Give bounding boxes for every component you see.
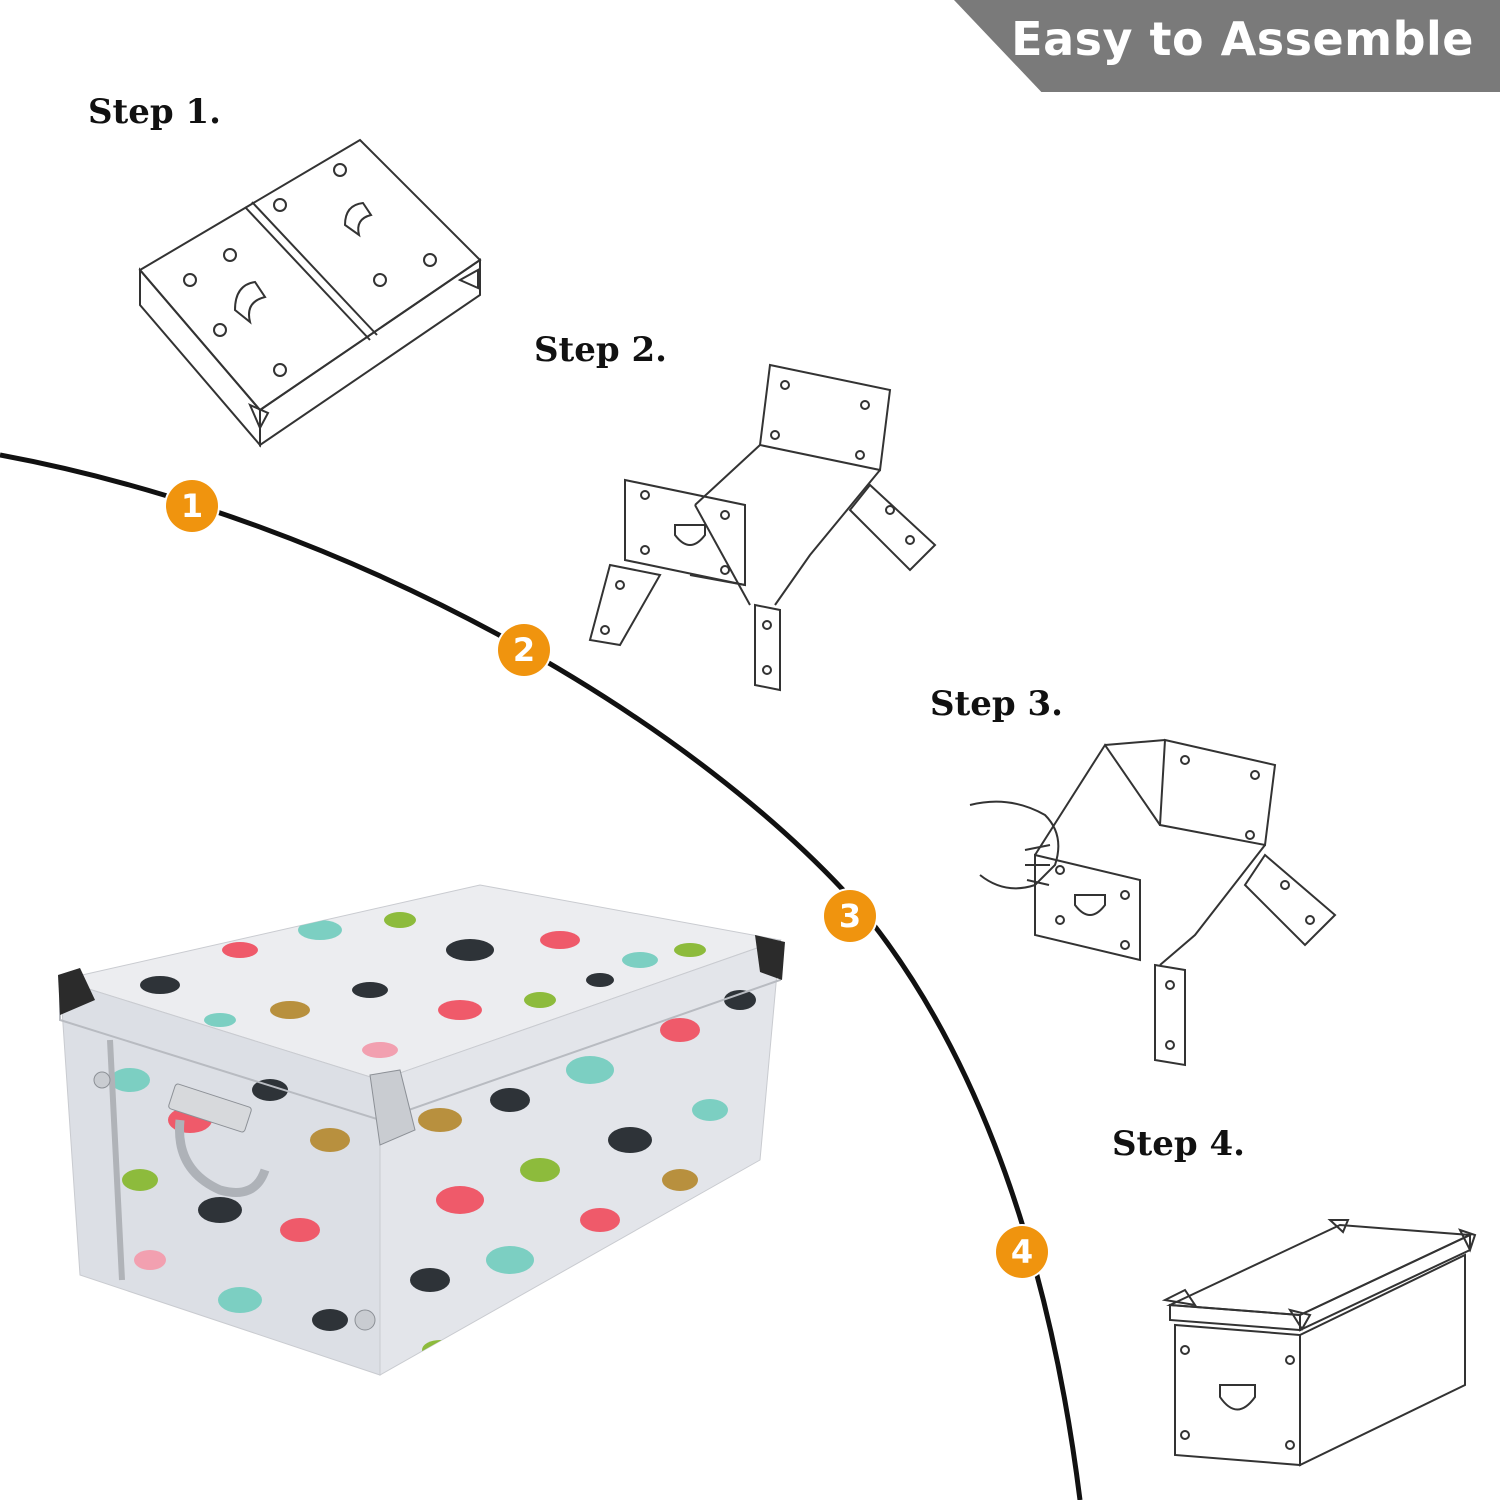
step-3-label: Step 3. <box>930 684 1063 724</box>
step-4-badge: 4 <box>996 1226 1048 1278</box>
step-3-badge: 3 <box>824 890 876 942</box>
box-unfolded-sketch-icon <box>580 355 950 700</box>
box-assembled-sketch-icon <box>1160 1210 1495 1470</box>
banner-title: Easy to Assemble <box>1011 12 1474 66</box>
step-2-label: Step 2. <box>534 330 667 370</box>
step-1-label: Step 1. <box>88 92 221 132</box>
step-4-label: Step 4. <box>1112 1124 1245 1164</box>
floral-butterfly-box-photo-icon <box>58 884 785 1376</box>
step-2-badge: 2 <box>498 624 550 676</box>
box-folding-hand-sketch-icon <box>965 735 1345 1070</box>
box-lid-flat-sketch-icon <box>120 130 510 450</box>
header-banner <box>954 0 1500 92</box>
step-1-badge: 1 <box>166 480 218 532</box>
